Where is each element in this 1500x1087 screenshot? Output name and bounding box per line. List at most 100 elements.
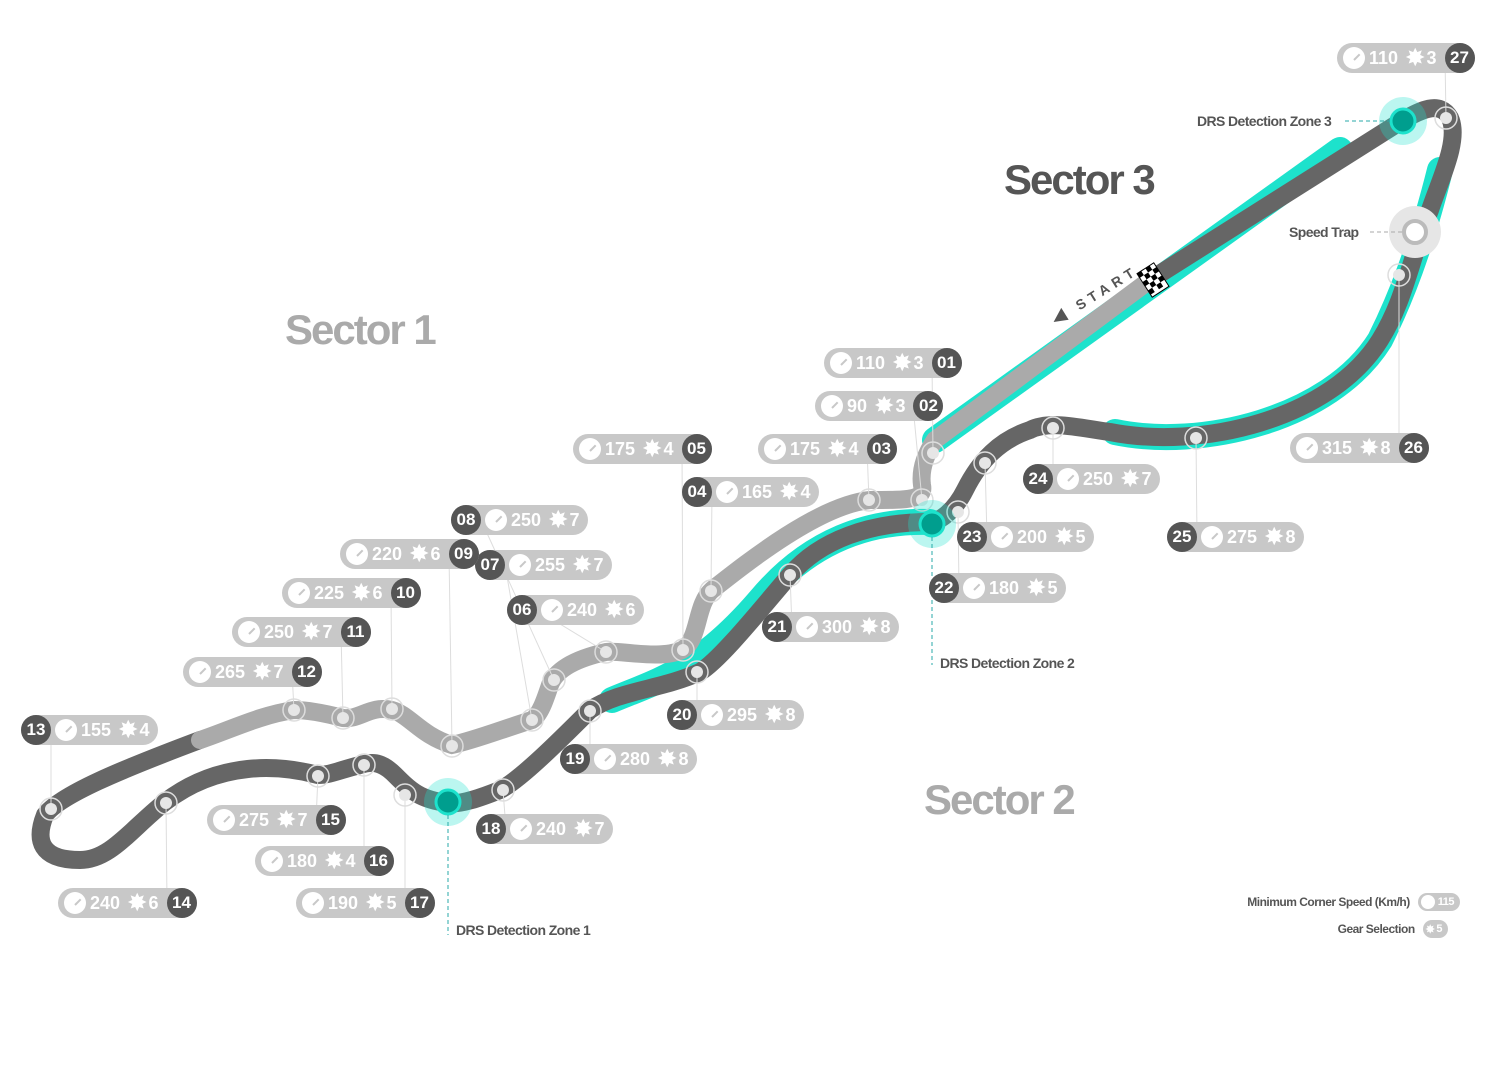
speedometer-icon <box>764 438 786 460</box>
corner-gear: 8 <box>1285 526 1296 547</box>
corner-13-ring <box>39 797 63 821</box>
corner-20-marker[interactable] <box>691 666 703 678</box>
corner-03-marker[interactable] <box>863 494 875 506</box>
corner-21-marker[interactable] <box>784 569 796 581</box>
gear-icon: ✸ <box>253 659 272 684</box>
speedometer-icon <box>55 719 77 741</box>
corner-25-marker[interactable] <box>1190 432 1202 444</box>
corner-speed: 240 <box>536 818 567 839</box>
corner-16-marker[interactable] <box>358 759 370 771</box>
speedometer-icon <box>541 599 563 621</box>
corner-10-marker[interactable] <box>386 703 398 715</box>
corner-speed: 300 <box>822 616 853 637</box>
speed-trap-marker[interactable] <box>1370 206 1441 258</box>
speed-trap-point <box>1402 219 1428 245</box>
corner-05-marker[interactable] <box>677 644 689 656</box>
corner-07-marker[interactable] <box>526 714 538 726</box>
corner-gear: 7 <box>322 621 333 642</box>
corner-14-ring <box>154 791 178 815</box>
corner-gear: 3 <box>895 395 906 416</box>
corner-14-marker[interactable] <box>160 797 172 809</box>
sector-1-title: Sector 1 <box>285 306 437 353</box>
corner-12-ring <box>282 698 306 722</box>
corner-number: 25 <box>1167 522 1197 552</box>
speedometer-icon <box>261 850 283 872</box>
corner-27-marker[interactable] <box>1440 112 1452 124</box>
corner-22-marker[interactable] <box>952 506 964 518</box>
corner-number: 01 <box>931 348 962 378</box>
corner-13-marker[interactable] <box>45 803 57 815</box>
corner-06-marker[interactable] <box>600 646 612 658</box>
corner-15-marker[interactable] <box>312 770 324 782</box>
corner-gear: 5 <box>1047 577 1058 598</box>
corner-27-ring <box>1434 106 1458 130</box>
corner-23-marker[interactable] <box>979 457 991 469</box>
corner-08-marker[interactable] <box>548 674 560 686</box>
corner-02-marker[interactable] <box>916 494 928 506</box>
corner-number: 06 <box>507 595 537 625</box>
corner-01-marker[interactable] <box>927 447 939 459</box>
corner-19-marker[interactable] <box>584 705 596 717</box>
corner-number: 08 <box>451 505 481 535</box>
corner-speed: 255 <box>535 554 566 575</box>
corner-24-marker[interactable] <box>1047 422 1059 434</box>
corner-26-ring <box>1387 263 1411 287</box>
corner-gear: 8 <box>678 748 689 769</box>
corner-18-marker[interactable] <box>497 784 509 796</box>
corner-gear: 8 <box>785 704 796 725</box>
corner-gear: 6 <box>430 543 441 564</box>
corner-09-marker[interactable] <box>446 740 458 752</box>
corner-18-ring <box>491 778 515 802</box>
speedometer-icon <box>509 554 531 576</box>
corner-speed: 165 <box>742 481 773 502</box>
legend-gear: Gear Selection ✸5 <box>1338 920 1448 938</box>
gear-icon: ✸ <box>765 702 784 727</box>
drs-zone-2-point[interactable] <box>918 510 946 538</box>
corner-16-ring <box>352 753 376 777</box>
corner-26-marker[interactable] <box>1393 269 1405 281</box>
drs-zone-3-point[interactable] <box>1389 107 1417 135</box>
speedometer-icon <box>238 621 260 643</box>
drs-zone-1-point[interactable] <box>434 788 462 816</box>
corner-speed: 295 <box>727 704 758 725</box>
corner-14-leader <box>165 802 168 904</box>
corner-04-marker[interactable] <box>705 585 717 597</box>
corner-11-marker[interactable] <box>337 712 349 724</box>
corner-06-ring <box>594 640 618 664</box>
corner-speed: 250 <box>1083 468 1114 489</box>
legend-speed-value: 115 <box>1437 896 1455 908</box>
corner-21-ring <box>778 563 802 587</box>
corner-17-marker[interactable] <box>399 789 411 801</box>
speedometer-icon <box>346 543 368 565</box>
corner-12-marker[interactable] <box>288 704 300 716</box>
corner-number: 05 <box>681 434 712 464</box>
corner-22-ring <box>946 500 970 524</box>
